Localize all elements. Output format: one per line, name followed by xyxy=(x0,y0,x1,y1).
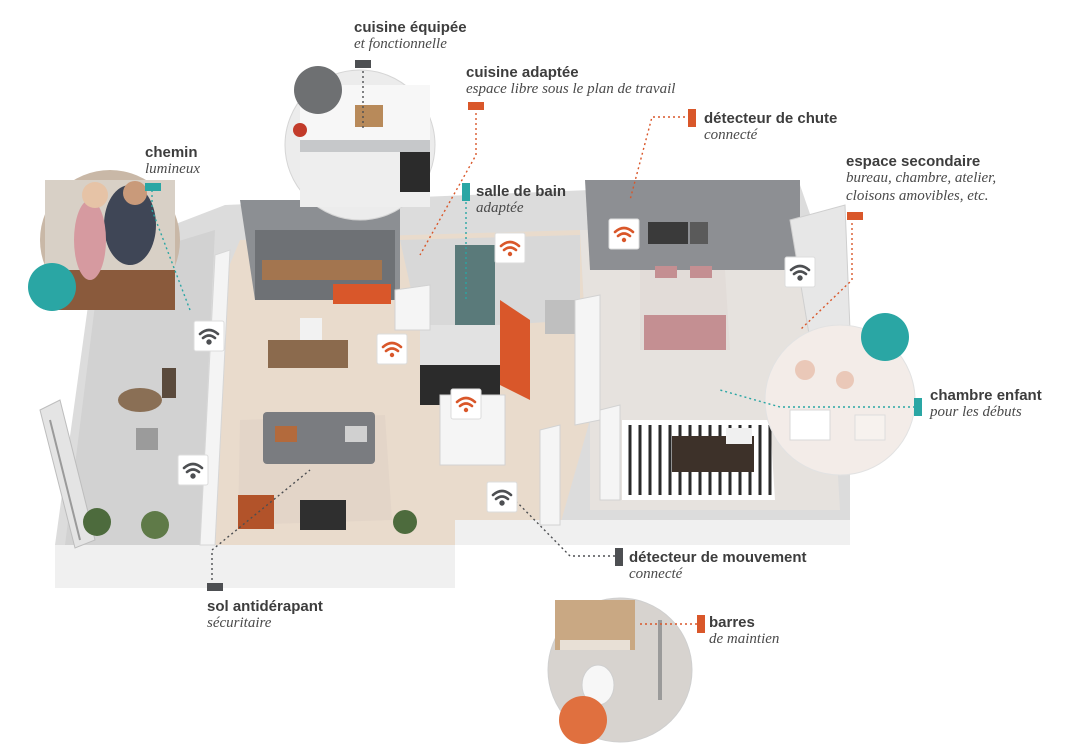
label-title: espace secondaire xyxy=(846,153,981,170)
sensor-living-bottom xyxy=(176,453,210,487)
sensor-bedroom-wall xyxy=(607,217,641,251)
label-title: sol antidérapant xyxy=(207,598,323,615)
marker-sol-antiderapant xyxy=(207,583,223,591)
label-subtitle: pour les débuts xyxy=(930,404,1022,421)
front-wall-right xyxy=(455,520,850,545)
marker-chambre-enfant xyxy=(914,398,922,416)
living-room xyxy=(83,412,417,539)
label-subtitle: sécuritaire xyxy=(207,615,272,632)
photo-kitchen-circle xyxy=(284,66,436,221)
sensor-entry xyxy=(485,480,519,514)
label-subtitle: lumineux xyxy=(145,161,200,178)
label-subtitle: de maintien xyxy=(709,631,780,648)
label-subtitle: bureau, chambre, atelier, xyxy=(846,170,997,187)
sensor-hall xyxy=(375,332,409,366)
front-wall xyxy=(55,545,455,588)
label-subtitle: adaptée xyxy=(476,200,524,217)
photo-bathroom-circle xyxy=(547,597,693,744)
label-barres-maintien: barres de maintien xyxy=(709,614,779,649)
bathroom-area xyxy=(400,235,583,405)
sensor-bathroom xyxy=(449,387,483,421)
marker-detecteur-chute xyxy=(688,109,696,127)
marker-detecteur-mouvement xyxy=(615,548,623,566)
label-subtitle: connecté xyxy=(629,566,683,583)
label-subtitle: et fonctionnelle xyxy=(354,36,447,53)
sensor-bedroom-right xyxy=(783,255,817,289)
label-subtitle: espace libre sous le plan de travail xyxy=(466,81,676,98)
master-bedroom xyxy=(585,180,800,350)
marker-cuisine-adaptee xyxy=(468,102,484,110)
label-chambre-enfant: chambre enfant pour les débuts xyxy=(930,387,1042,422)
label-title: barres xyxy=(709,614,755,631)
label-title: détecteur de chute xyxy=(704,110,838,127)
label-detecteur-chute: détecteur de chute connecté xyxy=(704,110,837,145)
marker-cuisine-equipee xyxy=(355,60,371,68)
marker-salle-de-bain xyxy=(462,183,470,201)
apartment-floorplan xyxy=(39,180,851,588)
office-room xyxy=(622,420,775,500)
marker-chemin-lumineux xyxy=(145,183,161,191)
sensor-living-top xyxy=(192,319,226,353)
label-title: salle de bain xyxy=(476,183,567,200)
label-title: chambre enfant xyxy=(930,387,1042,404)
label-title: détecteur de mouvement xyxy=(629,549,807,566)
label-subtitle-2: cloisons amovibles, etc. xyxy=(846,187,989,204)
kitchen-area xyxy=(240,200,400,368)
leader-lines xyxy=(151,66,920,625)
label-detecteur-mouvement: détecteur de mouvement connecté xyxy=(629,549,807,584)
label-chemin-lumineux: chemin lumineux xyxy=(145,144,200,179)
photo-family-circle xyxy=(28,170,180,311)
sensor-kitchen xyxy=(493,231,527,265)
label-salle-de-bain: salle de bain adaptée xyxy=(476,183,566,218)
label-espace-secondaire: espace secondaire bureau, chambre, ateli… xyxy=(846,153,996,205)
marker-espace-secondaire xyxy=(847,212,863,220)
label-title: cuisine adaptée xyxy=(466,64,579,81)
label-subtitle: connecté xyxy=(704,127,758,144)
photo-child-room-circle xyxy=(764,313,916,476)
marker-barres-maintien xyxy=(697,615,705,633)
label-title: cuisine équipée xyxy=(354,19,467,36)
label-title: chemin xyxy=(145,144,198,161)
label-sol-antiderapant: sol antidérapant sécuritaire xyxy=(207,598,323,633)
label-cuisine-adaptee: cuisine adaptée espace libre sous le pla… xyxy=(466,64,675,99)
label-cuisine-equipee: cuisine équipée et fonctionnelle xyxy=(354,19,467,54)
terrace-furniture xyxy=(118,368,176,450)
